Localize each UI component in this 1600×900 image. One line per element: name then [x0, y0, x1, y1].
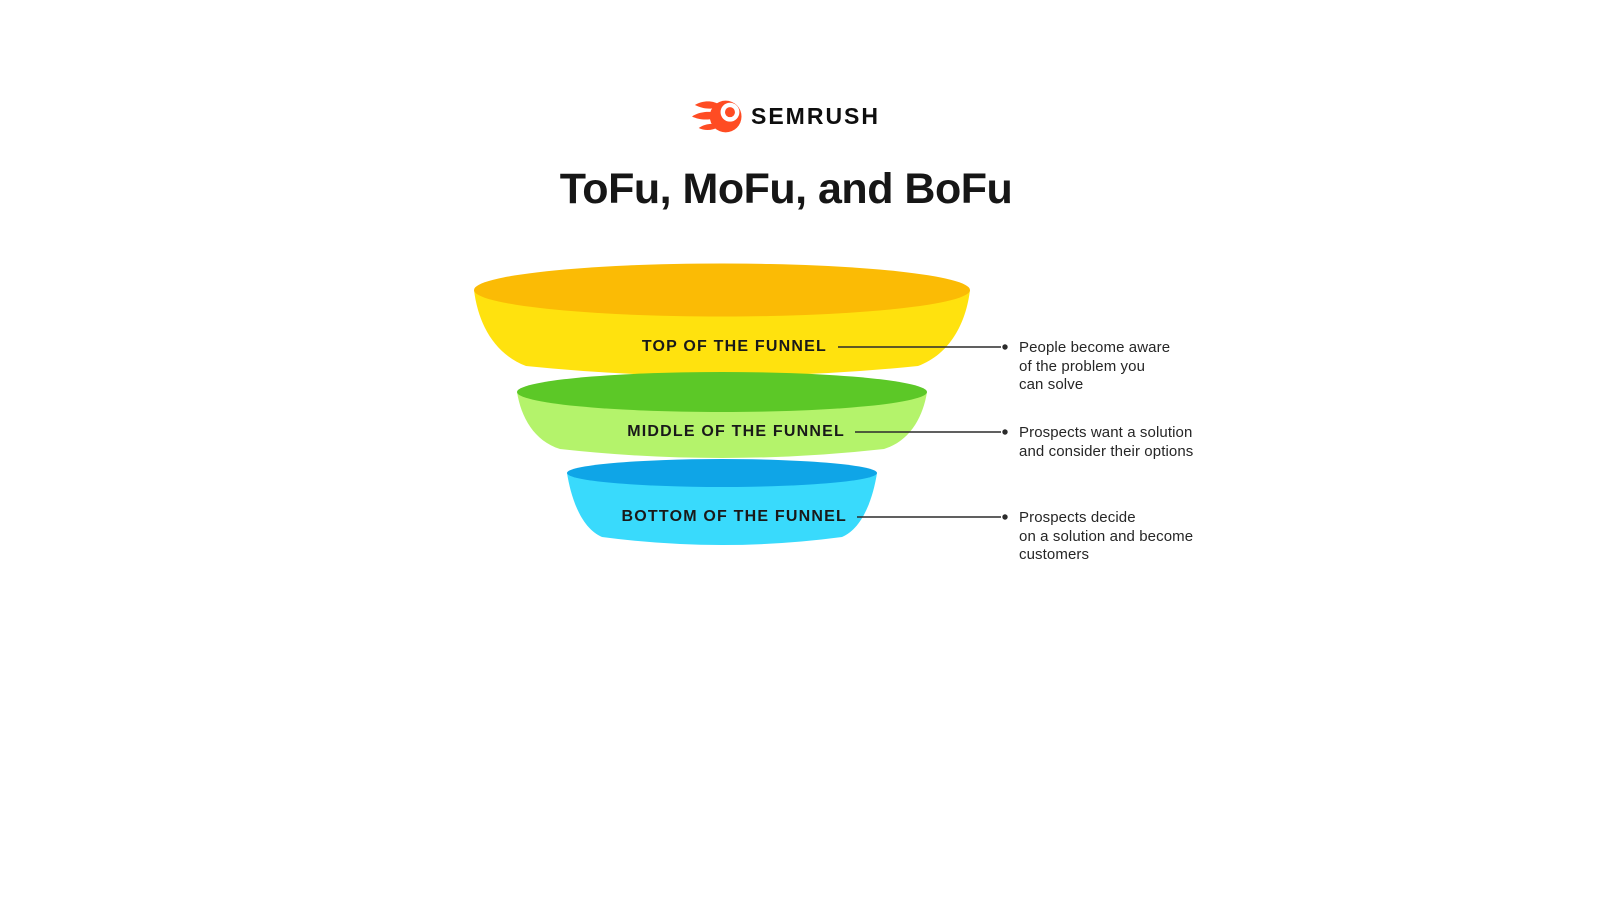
annotation-mofu: Prospects want a solution and consider t… [1019, 424, 1194, 460]
leader-dot-bofu [1002, 514, 1008, 520]
funnel-diagram [474, 263, 1008, 545]
funnel-label-tofu: TOP OF THE FUNNEL [641, 338, 827, 355]
funnel-stage-bofu-body [567, 473, 877, 545]
fireball-highlight-ring [720, 102, 740, 122]
funnel-stage-mofu-rim [517, 372, 927, 412]
annotation-tofu: People become aware of the problem you c… [1019, 339, 1171, 393]
funnel-stage-bofu-rim [567, 459, 877, 487]
leader-dot-mofu [1002, 429, 1008, 435]
page-title: ToFu, MoFu, and BoFu [559, 165, 1013, 213]
annotation-bofu: Prospects decide on a solution and becom… [1019, 509, 1194, 563]
funnel-stage-tofu-rim [474, 263, 970, 317]
semrush-logo: SEMRUSH [691, 99, 881, 134]
semrush-flame-icon [691, 100, 742, 133]
semrush-wordmark: SEMRUSH [750, 103, 881, 129]
leader-dot-tofu [1002, 344, 1008, 350]
funnel-label-bofu: BOTTOM OF THE FUNNEL [621, 508, 847, 525]
funnel-label-mofu: MIDDLE OF THE FUNNEL [627, 423, 845, 440]
